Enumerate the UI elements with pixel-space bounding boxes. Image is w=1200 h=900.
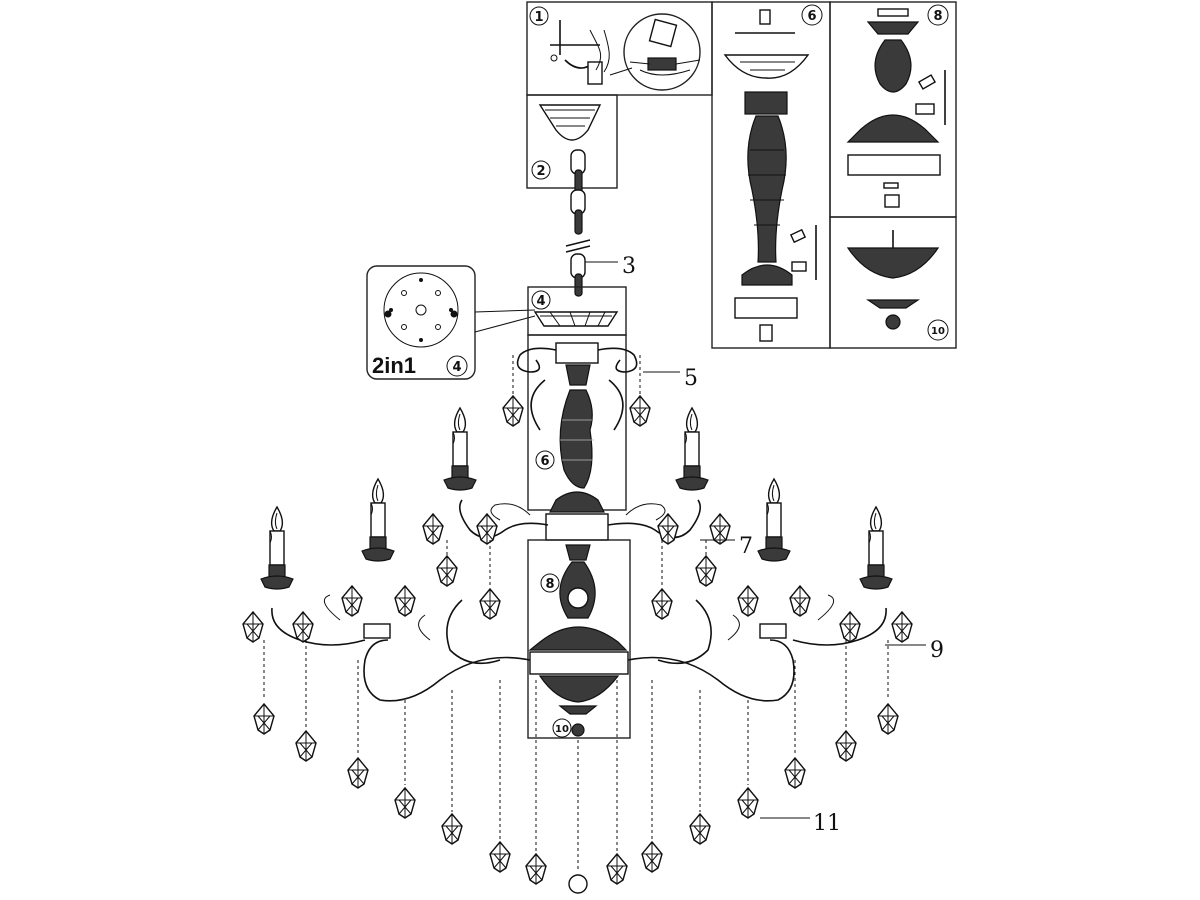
canopy-plate-callout: 2in1 4 bbox=[366, 265, 536, 380]
canopy-plate-tag: 2in1 bbox=[372, 353, 416, 378]
step-2-number: 2 bbox=[536, 164, 545, 179]
step-1-number: 1 bbox=[534, 10, 543, 25]
step-10-number: 10 bbox=[931, 326, 945, 337]
candle-mid-left bbox=[361, 478, 395, 562]
candle-outer-right bbox=[859, 506, 893, 590]
candle-upper-left bbox=[443, 407, 477, 491]
candle-mid-right bbox=[757, 478, 791, 562]
suspension-chain bbox=[565, 149, 591, 297]
upper-body-step-number: 6 bbox=[540, 454, 549, 469]
step-8-number: 8 bbox=[933, 9, 942, 24]
crystal-strands bbox=[253, 355, 899, 894]
part-number-5: 5 bbox=[684, 366, 698, 391]
inset-step-8: 8 bbox=[829, 1, 957, 218]
canopy-plate-step-number: 4 bbox=[452, 360, 461, 375]
part-number-7: 7 bbox=[739, 534, 753, 559]
candle-outer-left bbox=[260, 506, 294, 590]
inset-step-1: 1 bbox=[526, 1, 713, 96]
part-number-3: 3 bbox=[622, 254, 636, 279]
lower-body-step-10-number: 10 bbox=[555, 724, 569, 735]
step-6-number: 6 bbox=[807, 9, 816, 24]
candle-upper-right bbox=[675, 407, 709, 491]
inset-step-10: 10 bbox=[829, 216, 957, 349]
top-cup-step-number: 4 bbox=[536, 294, 545, 309]
inset-step-6: 6 bbox=[711, 1, 831, 349]
part-number-11: 11 bbox=[813, 811, 841, 836]
lower-body-step-number: 8 bbox=[545, 577, 554, 592]
part-number-callouts: 3 5 7 9 11 bbox=[585, 254, 944, 836]
part-number-9: 9 bbox=[930, 638, 944, 663]
chandelier-main: 4 6 8 10 bbox=[242, 149, 913, 894]
inset-step-2: 2 bbox=[526, 94, 618, 189]
